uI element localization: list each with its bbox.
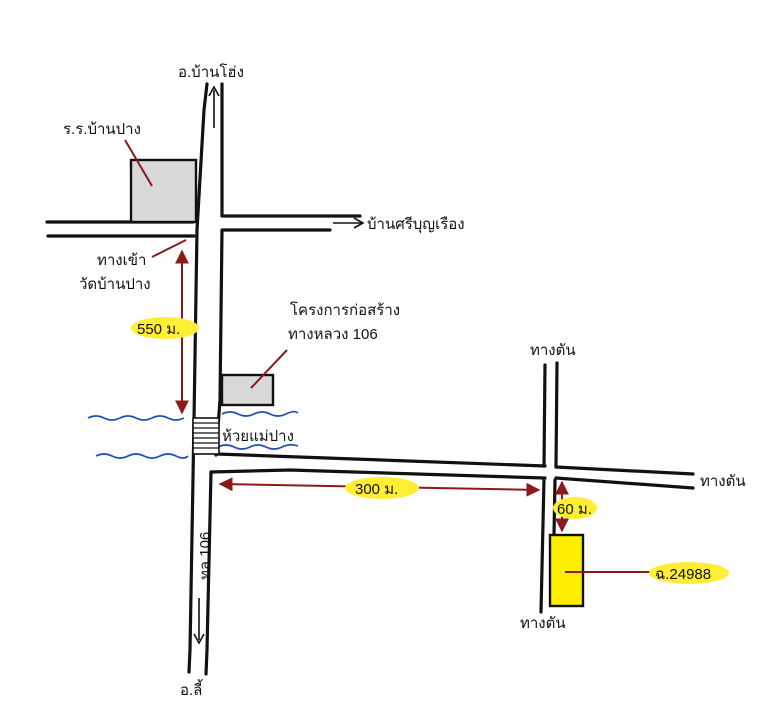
east-road-label: บ้านศรีบุญเรือง	[367, 216, 465, 234]
dead-end-right-label: ทางตัน	[700, 473, 746, 490]
arrow-up-icon	[208, 85, 220, 128]
creek-label: ห้วยแม่ปาง	[222, 428, 294, 445]
roads	[45, 82, 695, 676]
project-building	[220, 373, 275, 407]
creek-road-top-east	[554, 465, 695, 476]
arrow-down-icon	[193, 598, 205, 645]
creek	[87, 410, 299, 459]
highway-right-edge-lower	[204, 470, 213, 676]
dead-end-top-label: ทางตัน	[530, 342, 576, 359]
temple-leader-line	[151, 239, 187, 258]
temple-entrance-label-2: วัดบ้านปาง	[79, 276, 151, 293]
branch-left-edge-south	[539, 477, 546, 614]
school-building	[129, 158, 198, 224]
project-leader-line	[250, 349, 288, 389]
school-label: ร.ร.บ้านปาง	[63, 121, 141, 138]
highlight-300	[345, 477, 419, 499]
project-label-2: ทางหลวง 106	[288, 326, 378, 343]
highway-label: ทล.106	[197, 532, 214, 580]
creek-road-bottom-east	[554, 476, 695, 490]
creek-road-bottom	[209, 468, 547, 480]
branch-left-edge-north	[542, 363, 547, 468]
deed-number-label: ฉ.24988	[655, 566, 711, 583]
north-destination-label: อ.บ้านโฮ่ง	[178, 63, 244, 81]
distance-300-label: 300 ม.	[355, 481, 398, 498]
south-destination-label: อ.ลี้	[180, 679, 204, 699]
creek-road-top	[215, 452, 547, 468]
temple-entrance-label-1: ทางเข้า	[97, 252, 146, 269]
highlight-deed	[649, 562, 729, 584]
bridge	[192, 417, 220, 455]
branch-right-edge-north	[554, 361, 559, 469]
arrow-right-icon	[333, 217, 365, 229]
project-label-1: โครงการก่อสร้าง	[290, 301, 400, 319]
highlight-60	[553, 497, 597, 519]
dead-end-bottom-label: ทางตัน	[520, 615, 566, 632]
distance-550-label: 550 ม.	[137, 321, 180, 338]
school-leader-line	[124, 139, 153, 187]
land-plot	[548, 533, 585, 608]
distance-60-label: 60 ม.	[557, 501, 592, 518]
highlight-550	[131, 317, 199, 339]
